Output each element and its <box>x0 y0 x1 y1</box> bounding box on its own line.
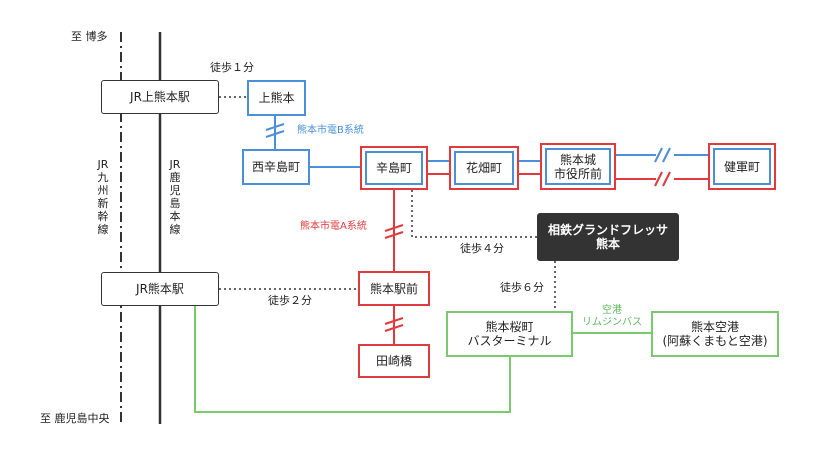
station-karashimacho[interactable]: 辛島町 <box>360 146 428 190</box>
kagoshima-line-label: JR鹿児島本線 <box>169 158 181 236</box>
station-label: 田崎橋 <box>375 354 412 368</box>
walk-label-hotel-sakura: 徒歩６分 <box>500 281 544 294</box>
station-label: 健軍町 <box>723 159 760 174</box>
station-tasakibashi[interactable]: 田崎橋 <box>358 344 430 378</box>
walk-connector <box>411 190 537 238</box>
tram-b-break <box>654 147 671 163</box>
station-kumamoto-airport[interactable]: 熊本空港 (阿蘇くまもと空港) <box>651 311 779 357</box>
station-label: 熊本桜町 バスターミナル <box>467 320 552 348</box>
tram-b-label: 熊本市電B系統 <box>297 125 364 136</box>
walk-label-hotel-karashima: 徒歩４分 <box>460 242 504 255</box>
direction-north: 至 博多 <box>71 30 108 43</box>
station-label: 熊本城 市役所前 <box>553 152 602 181</box>
station-hanabatacho[interactable]: 花畑町 <box>449 146 519 190</box>
direction-south: 至 鹿児島中央 <box>40 412 110 425</box>
station-sakuramachi-bus-terminal[interactable]: 熊本桜町 バスターミナル <box>446 311 573 357</box>
station-label: 西辛島町 <box>251 160 300 174</box>
tram-a-break <box>654 171 671 187</box>
station-label: 熊本駅前 <box>369 281 418 296</box>
bus-line <box>194 306 511 413</box>
station-label: 花畑町 <box>465 161 502 175</box>
airport-bus-label: 空港 リムジンバス <box>582 305 642 328</box>
tram-b-break <box>265 123 285 138</box>
station-label: JR熊本駅 <box>136 282 184 296</box>
station-jr-kumamoto[interactable]: JR熊本駅 <box>101 272 219 306</box>
station-kengunmachi[interactable]: 健軍町 <box>708 143 776 190</box>
hotel-sotetsu-fresa[interactable]: 相鉄グランドフレッサ 熊本 <box>537 213 679 261</box>
station-jr-kamikumamoto[interactable]: JR上熊本駅 <box>101 80 219 114</box>
hotel-label: 相鉄グランドフレッサ 熊本 <box>547 223 668 251</box>
tram-a-label: 熊本市電A系統 <box>300 221 367 232</box>
station-kamikumamoto[interactable]: 上熊本 <box>247 80 306 116</box>
tram-a-break <box>384 224 404 239</box>
station-label: JR上熊本駅 <box>130 90 190 104</box>
walk-label-kamikumamoto: 徒歩１分 <box>210 61 254 74</box>
station-label: 上熊本 <box>258 91 295 105</box>
station-label: 熊本空港 (阿蘇くまもと空港) <box>662 320 768 348</box>
walk-label-kumamoto: 徒歩２分 <box>268 294 312 307</box>
shinkansen-label: JR九州新幹線 <box>97 158 109 236</box>
station-nishikarashimacho[interactable]: 西辛島町 <box>242 149 310 185</box>
station-label: 辛島町 <box>375 161 412 175</box>
station-kumamotoekimae[interactable]: 熊本駅前 <box>358 271 430 306</box>
station-shiyakushomae[interactable]: 熊本城 市役所前 <box>540 143 616 190</box>
tram-a-break <box>384 317 404 332</box>
